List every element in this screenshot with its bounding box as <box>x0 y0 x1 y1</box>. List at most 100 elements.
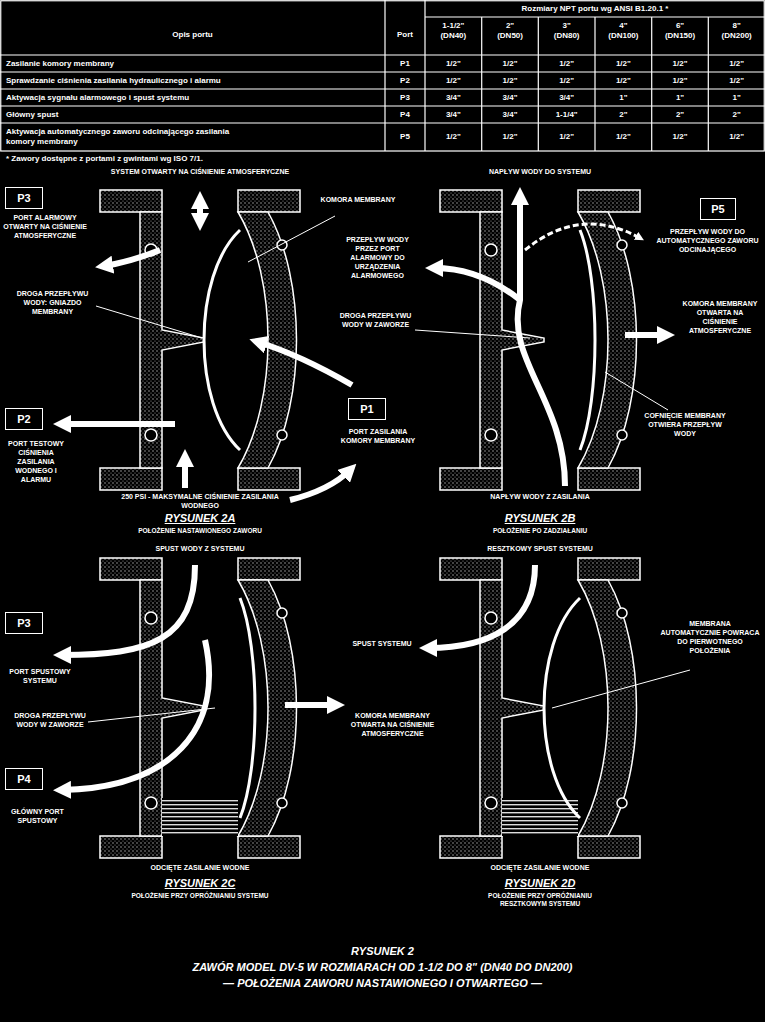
drawing-path <box>96 306 202 338</box>
label-box: POŁOŻENIE PO ZADZIAŁANIU <box>440 527 640 535</box>
drawing-rect <box>162 798 238 836</box>
label-box: PRZEPŁYW WODY DO AUTOMATYCZNEGO ZAWORU O… <box>655 228 760 255</box>
label-box: Główny spust <box>6 110 382 120</box>
table-cell: 1/2" <box>503 59 518 68</box>
label-box: 1/2" <box>538 59 595 69</box>
label-box: 2" (DN50) <box>493 21 527 40</box>
label-box: KOMORA MEMBRANY <box>318 196 398 205</box>
drawing-use <box>440 558 640 858</box>
label-box: 1/2" <box>652 132 709 142</box>
callout-label: PRZEPŁYW WODY PRZEZ PORT ALARMOWY DO URZ… <box>346 236 409 279</box>
label-box: POŁOŻENIE PRZY OPRÓŻNIANIU SYSTEMU <box>100 892 300 900</box>
table-cell: 1" <box>733 93 741 102</box>
port-number: P2 <box>17 413 30 425</box>
label-box: RYSUNEK 2A <box>100 512 300 525</box>
label-box: Opis portu <box>0 30 385 40</box>
port-box: P5 <box>700 198 736 220</box>
drawing-line <box>424 0 425 151</box>
drawing-path <box>290 470 350 500</box>
callout-label: SYSTEM OTWARTY NA CIŚNIENIE ATMOSFERYCZN… <box>111 168 289 175</box>
table-cell: 1/2" <box>503 76 518 85</box>
label-box: 1/2" <box>538 76 595 86</box>
drawing-path <box>104 250 160 266</box>
callout-label: SPUST SYSTEMU <box>352 640 411 647</box>
table-cell: 1/2" <box>729 132 744 141</box>
label-box: 1-1/4" <box>538 110 595 120</box>
label-box: P5 <box>385 132 425 142</box>
callout-label: KOMORA MEMBRANY OTWARTA NA CIŚNIENIE ATM… <box>683 300 758 334</box>
table-cell: 3/4" <box>503 110 518 119</box>
label-box: Port <box>385 30 425 40</box>
table-cell: 1/2" <box>503 132 518 141</box>
label-box: KOMORA MEMBRANY OTWARTA NA CIŚNIENIE ATM… <box>680 300 760 336</box>
drawing-path <box>240 598 255 818</box>
drawing-path <box>182 458 188 488</box>
table-cell: 1" <box>619 93 627 102</box>
callout-label: PORT ZASILANIA KOMORY MEMBRANY <box>341 428 415 444</box>
label-box: Zasilanie komory membrany <box>6 59 382 69</box>
table-cell: 1/2" <box>559 76 574 85</box>
drawing-line <box>481 17 482 151</box>
label-box: RYSUNEK 2 <box>0 944 765 958</box>
caption-text: — POŁOŻENIA ZAWORU NASTAWIONEGO I OTWART… <box>223 977 542 989</box>
callout-label: COFNIĘCIE MEMBRANY OTWIERA PRZEPŁYW WODY <box>644 412 725 437</box>
label-box: 3/4" <box>482 110 539 120</box>
label-box: 2" <box>652 110 709 120</box>
callout-label: DROGA PRZEPŁYWU WODY: GNIAZDO MEMBRANY <box>17 290 89 315</box>
table-cell: P2 <box>400 76 410 85</box>
label-box: 2" <box>595 110 652 120</box>
table-cell: 1" <box>676 93 684 102</box>
label-box: RYSUNEK 2D <box>440 877 640 890</box>
label-box: 3/4" <box>425 110 482 120</box>
label-box: P1 <box>385 59 425 69</box>
drawing-line <box>538 17 539 151</box>
table-cell: 1/2" <box>729 59 744 68</box>
table-cell: 2" <box>676 110 684 119</box>
drawing-g <box>88 216 690 722</box>
label-box: Aktywacja automatycznego zaworu odcinają… <box>6 127 236 146</box>
label-box: SYSTEM OTWARTY NA CIŚNIENIE ATMOSFERYCZN… <box>80 168 320 177</box>
drawing-g <box>62 196 666 790</box>
drawing-use <box>100 558 300 858</box>
drawing-path <box>88 708 215 722</box>
label-box: ODCIĘTE ZASILANIE WODNE <box>100 864 300 873</box>
drawing-line <box>384 0 385 151</box>
port-number: P4 <box>17 773 30 785</box>
table-cell: 3/4" <box>559 93 574 102</box>
label-box: 1/2" <box>595 132 652 142</box>
drawing-path <box>415 330 530 338</box>
callout-label: NAPŁYW WODY DO SYSTEMU <box>489 168 591 175</box>
label-box: RESZTKOWY SPUST SYSTEMU <box>440 545 640 554</box>
table-cell: 3/4" <box>503 93 518 102</box>
label-box: 1" <box>595 93 652 103</box>
table-cell: 1/2" <box>616 59 631 68</box>
label-box: * Zawory dostępne z portami z gwintami w… <box>6 154 426 164</box>
label-box: 1/2" <box>538 132 595 142</box>
table-cell: 1/2" <box>616 132 631 141</box>
label-box: 1/2" <box>425 59 482 69</box>
label-box: P4 <box>385 110 425 120</box>
drawing-use <box>100 190 300 490</box>
drawing-path <box>525 224 640 250</box>
callout-label: RESZTKOWY SPUST SYSTEMU <box>487 545 593 552</box>
label-box: DROGA PRZEPŁYWU WODY: GNIAZDO MEMBRANY <box>10 290 95 317</box>
table-cell: 1-1/4" <box>556 110 578 119</box>
figure-subtitle: POŁOŻENIE PO ZADZIAŁANIU <box>493 527 587 534</box>
figure-title: RYSUNEK 2A <box>165 512 236 524</box>
label-box: 3/4" <box>482 93 539 103</box>
drawing-path <box>580 230 595 450</box>
table-header: Rozmiary NPT portu wg ANSI B1.20.1 * <box>522 4 669 13</box>
label-box: 250 PSI - MAKSYMALNE CIŚNIENIE ZASILANIA… <box>115 493 285 511</box>
label-box: POŁOŻENIE NASTAWIONEGO ZAWORU <box>100 527 300 535</box>
drawing-path <box>544 598 580 818</box>
label-box: P2 <box>385 76 425 86</box>
port-box: P4 <box>5 768 43 790</box>
drawing-path <box>197 200 203 222</box>
label-box: COFNIĘCIE MEMBRANY OTWIERA PRZEPŁYW WODY <box>640 412 730 439</box>
port-number: P3 <box>17 192 30 204</box>
table-header: Opis portu <box>172 30 212 39</box>
table-cell: Główny spust <box>6 110 58 119</box>
table-header: 4" (DN100) <box>608 21 638 40</box>
table-header: 1-1/2" (DN40) <box>440 21 466 40</box>
